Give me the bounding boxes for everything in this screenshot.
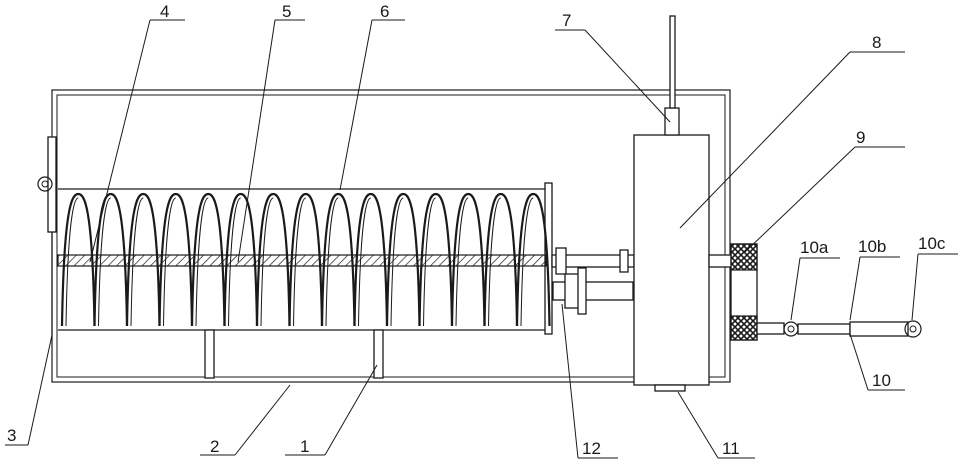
helix-turn — [353, 192, 389, 327]
helix-edge — [65, 197, 79, 327]
helix-turn — [60, 192, 96, 327]
label-11: 11 — [722, 439, 740, 458]
screw-drum — [58, 182, 553, 335]
label-12: 12 — [582, 439, 601, 458]
helix-turn — [450, 192, 486, 327]
drive-shaft — [551, 247, 635, 275]
helix-edge — [130, 197, 144, 327]
helix-edge — [163, 197, 176, 327]
label-3: 3 — [7, 426, 16, 445]
central-shaft — [57, 254, 547, 267]
helix-edge — [228, 197, 241, 327]
label-7: 7 — [562, 11, 571, 30]
label-6: 6 — [380, 2, 389, 21]
helix-turn — [255, 192, 291, 327]
label-10c: 10c — [918, 234, 946, 253]
helix-turn — [223, 192, 259, 327]
gearbox-housing — [633, 134, 710, 392]
linkage-rod — [756, 320, 922, 338]
helix-edge — [488, 197, 501, 327]
helix-turn — [288, 192, 324, 327]
helix-turn — [418, 192, 454, 327]
left-end-plate — [37, 136, 57, 335]
label-8: 8 — [872, 33, 881, 52]
label-2: 2 — [210, 437, 219, 456]
coupling — [552, 267, 634, 315]
part-labels: 1 2 3 4 5 6 7 8 9 10 10a 10b 10c 11 12 — [7, 2, 946, 458]
leader-lines — [5, 19, 958, 459]
helix-edge — [325, 197, 339, 327]
label-10: 10 — [872, 371, 891, 390]
screw-helix — [60, 192, 551, 327]
label-10a: 10a — [800, 238, 829, 257]
support-legs — [204, 329, 384, 379]
helix-edge — [98, 197, 111, 327]
helix-turn — [158, 192, 194, 327]
helix-edge — [358, 197, 371, 327]
helix-turn — [320, 192, 356, 327]
helix-edge — [423, 197, 436, 327]
helix-edge — [390, 197, 404, 327]
label-5: 5 — [282, 2, 291, 21]
label-9: 9 — [856, 128, 865, 147]
helix-turn — [93, 192, 129, 327]
top-rod — [664, 15, 680, 136]
output-shaft — [708, 254, 735, 268]
knurled-wheel — [730, 243, 758, 341]
helix-turn — [483, 192, 519, 327]
helix-edge — [195, 197, 209, 327]
label-1: 1 — [300, 437, 309, 456]
label-10b: 10b — [858, 237, 886, 256]
helix-edge — [520, 197, 534, 327]
helix-turn — [190, 192, 226, 327]
helix-edge — [260, 197, 274, 327]
label-4: 4 — [160, 2, 169, 21]
helix-turn — [385, 192, 421, 327]
helix-edge — [293, 197, 306, 327]
helix-turn — [515, 192, 551, 327]
helix-edge — [455, 197, 469, 327]
helix-turn — [125, 192, 161, 327]
